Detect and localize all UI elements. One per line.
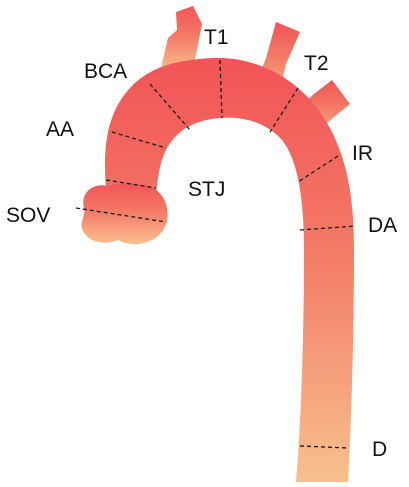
label-sov: SOV [6, 204, 50, 227]
label-aa: AA [46, 118, 74, 141]
sinus-of-valsalva [82, 183, 168, 244]
label-t2: T2 [304, 52, 329, 75]
label-t1: T1 [204, 26, 229, 49]
label-da: DA [368, 214, 397, 237]
label-ir: IR [352, 142, 373, 165]
label-d: D [372, 438, 387, 461]
label-stj: STJ [188, 178, 225, 201]
label-bca: BCA [84, 60, 127, 83]
aortic-arch [105, 58, 354, 482]
